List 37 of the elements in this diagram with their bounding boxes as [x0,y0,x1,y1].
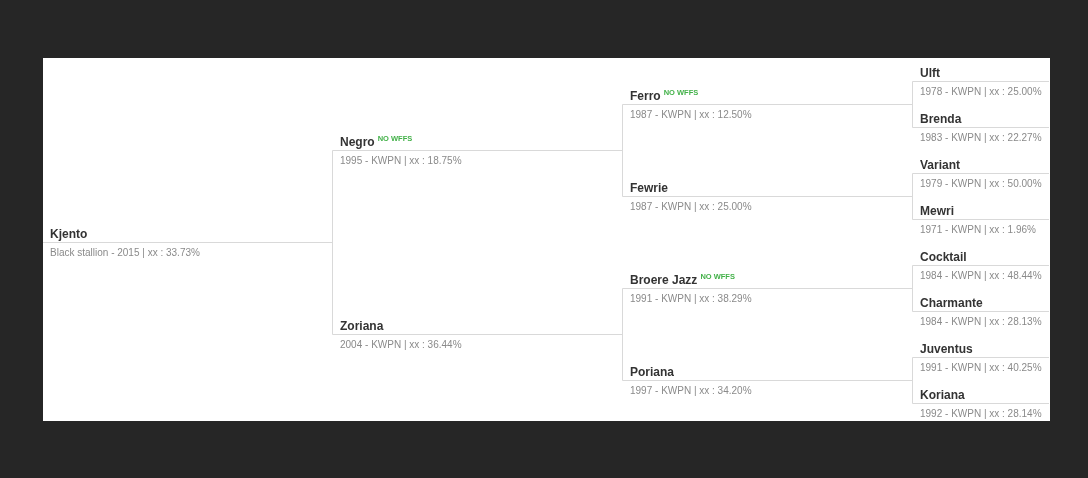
horse-details: 1979 - KWPN | xx : 50.00% [919,177,1042,191]
horse-name: Ferro [630,89,661,103]
horse-name: Kjento [50,227,88,241]
connector-line [821,196,914,197]
horse-details: 1987 - KWPN | xx : 12.50% [629,108,752,122]
horse-name: Koriana [920,388,965,402]
horse-details: 1978 - KWPN | xx : 25.00% [919,85,1042,99]
horse-details: 1971 - KWPN | xx : 1.96% [919,223,1036,237]
horse-details: Black stallion - 2015 | xx : 33.73% [49,246,200,260]
horse-details: 1991 - KWPN | xx : 40.25% [919,361,1042,375]
horse-name: Zoriana [340,319,384,333]
horse-name: Negro [340,135,375,149]
horse-details: 1983 - KWPN | xx : 22.27% [919,131,1042,145]
horse-name: Fewrie [630,181,668,195]
horse-details: 1984 - KWPN | xx : 48.44% [919,269,1042,283]
horse-name: Charmante [920,296,983,310]
horse-name: Ulft [920,66,940,80]
horse-details: 1984 - KWPN | xx : 28.13% [919,315,1042,329]
horse-details: 1995 - KWPN | xx : 18.75% [339,154,462,168]
horse-details: 2004 - KWPN | xx : 36.44% [339,338,462,352]
horse-name: Cocktail [920,250,967,264]
horse-details: 1991 - KWPN | xx : 38.29% [629,292,752,306]
connector-line [531,150,624,151]
horse-name: Broere Jazz [630,273,698,287]
connector-line [821,288,914,289]
horse-name: Variant [920,158,961,172]
connector-line [821,104,914,105]
horse-details: 1992 - KWPN | xx : 28.14% [919,407,1042,421]
horse-name: Mewri [920,204,954,218]
connector-line [272,242,334,243]
connector-line [531,334,624,335]
horse-details: 1997 - KWPN | xx : 34.20% [629,384,752,398]
horse-name: Juventus [920,342,973,356]
horse-details: 1987 - KWPN | xx : 25.00% [629,200,752,214]
horse-name: Brenda [920,112,962,126]
connector-line [821,380,914,381]
horse-name: Poriana [630,365,674,379]
